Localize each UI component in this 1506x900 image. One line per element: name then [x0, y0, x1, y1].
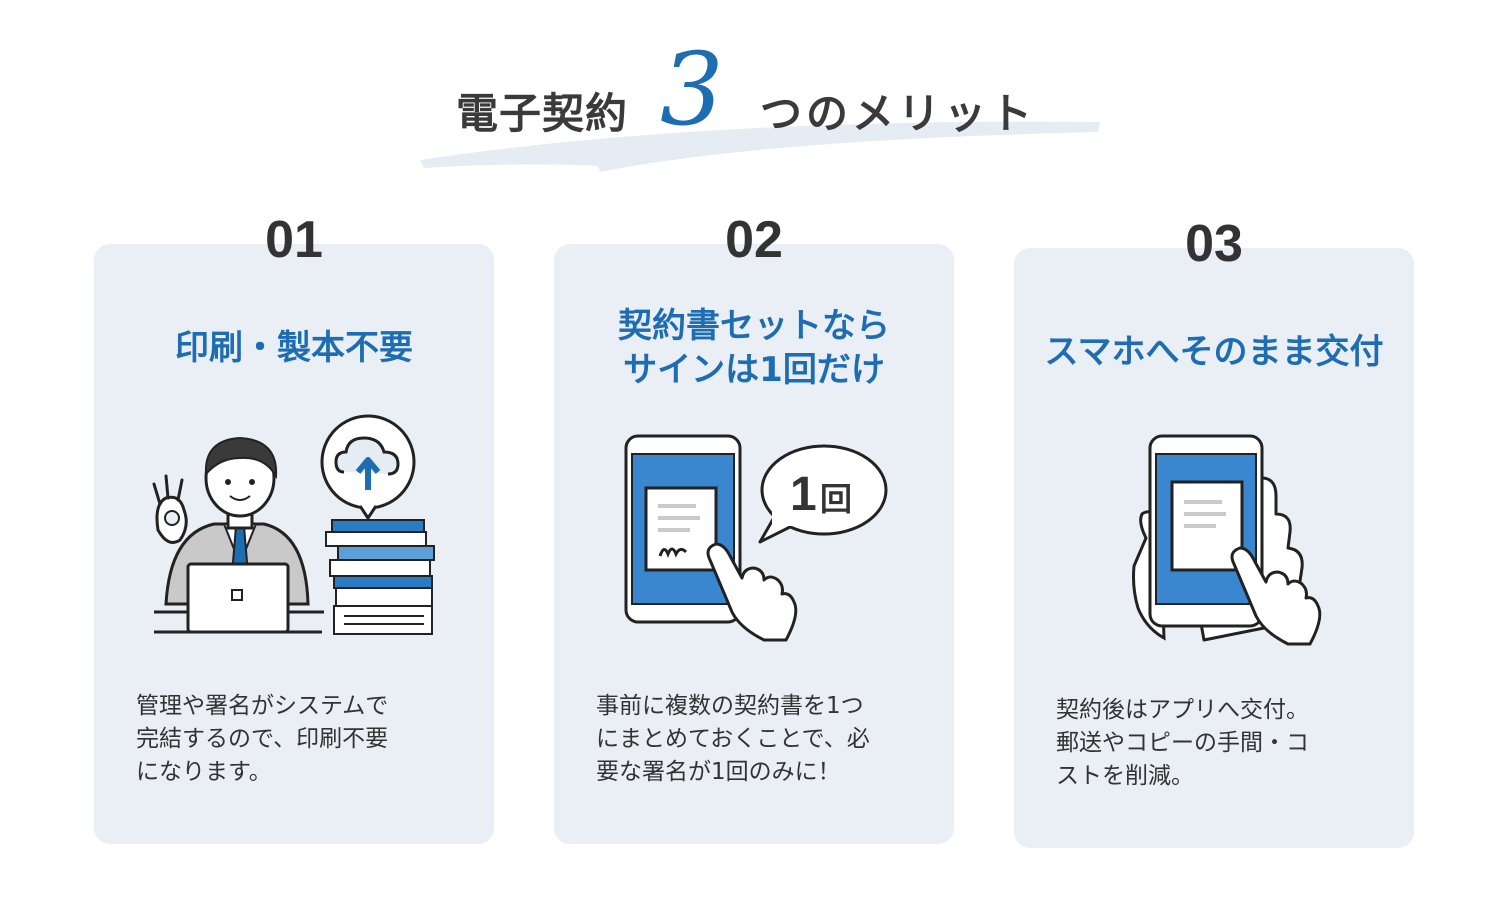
page-title: 電子契約 3 つのメリット: [0, 0, 1506, 190]
card-description: 管理や署名がシステムで 完結するので、印刷不要 になります。: [136, 693, 389, 785]
card-number: 03: [1185, 215, 1243, 273]
bubble-number: 1: [790, 468, 817, 521]
bubble-unit: 回: [820, 480, 852, 518]
title-prefix: 電子契約: [456, 89, 629, 138]
card-heading: 契約書セットなら サインは1回だけ: [618, 306, 890, 390]
card-number: 01: [265, 211, 323, 269]
smartphone-in-hand-illustration: [1132, 434, 1322, 646]
card-number: 02: [725, 211, 783, 269]
card-heading: 印刷・製本不要: [175, 328, 413, 368]
title-number: 3: [660, 31, 724, 148]
merit-card-3: 03 スマホへそのまま交付 契約後はアプリへ交付。 郵送やコピーの手間・コ スト…: [1014, 215, 1414, 848]
card-heading: スマホへそのまま交付: [1044, 332, 1384, 372]
card-description: 契約後はアプリへ交付。 郵送やコピーの手間・コ ストを削減。: [1056, 697, 1309, 789]
merit-card-1: 01 印刷・製本不要: [94, 211, 494, 844]
brush-underline-decoration: [420, 121, 1100, 172]
tablet-signature-illustration: 1 回: [624, 434, 888, 642]
merit-card-2: 02 契約書セットなら サインは1回だけ 1 回 事前に複数の契約書を1つ にま…: [554, 211, 954, 844]
businessman-laptop-illustration: [152, 414, 435, 635]
title-suffix: つのメリット: [760, 89, 1037, 138]
card-description: 事前に複数の契約書を1つ にまとめておくことで、必 要な署名が1回のみに！: [596, 693, 870, 785]
